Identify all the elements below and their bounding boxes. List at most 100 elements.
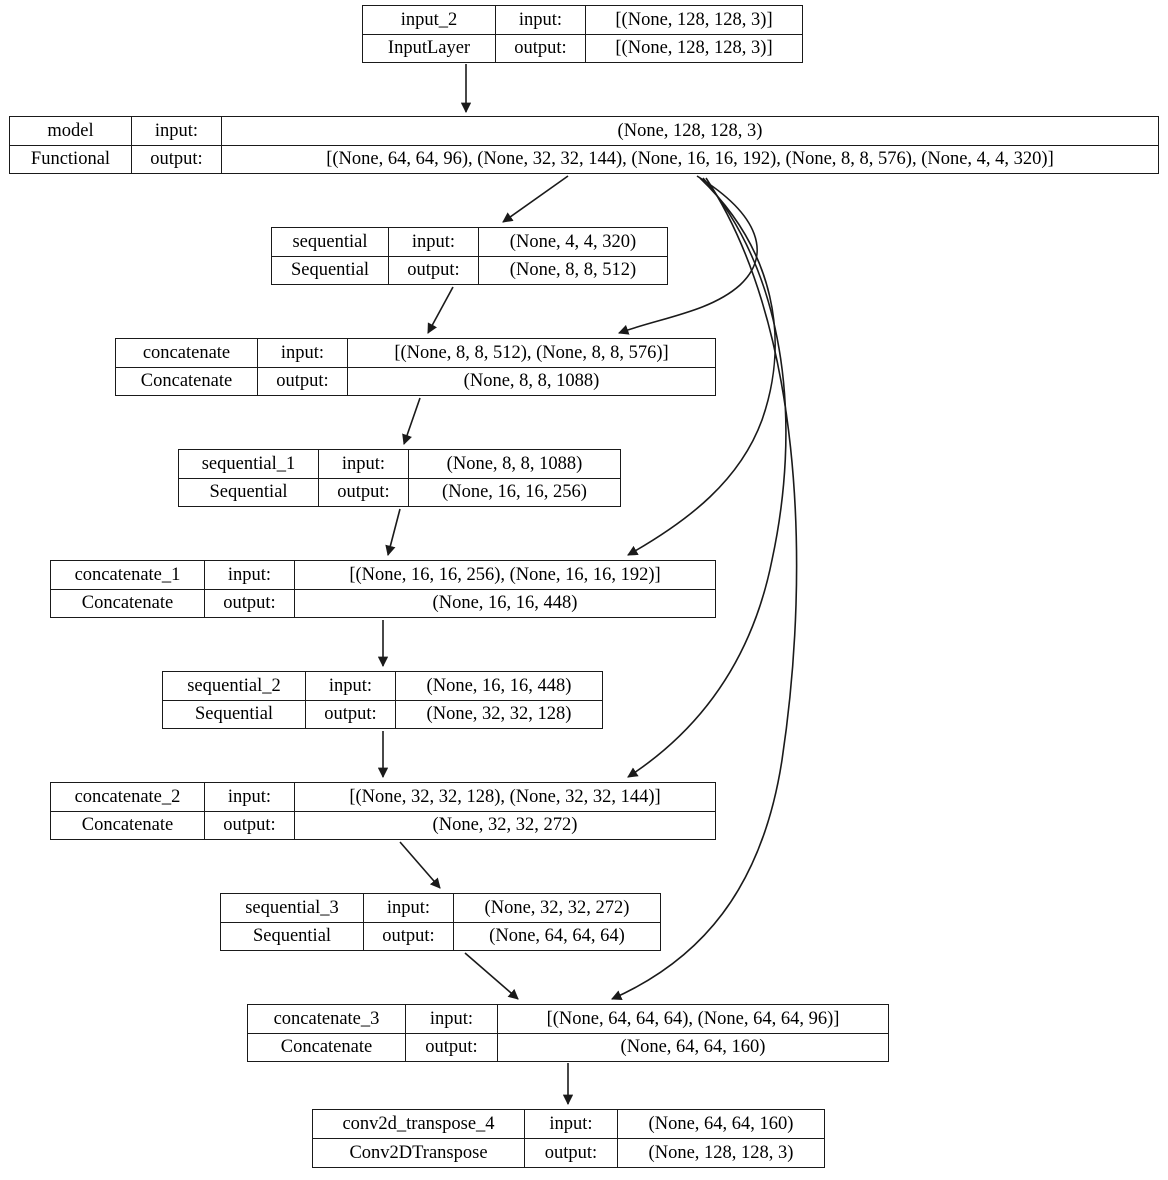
- node-output-shape: [(None, 64, 64, 96), (None, 32, 32, 144)…: [326, 149, 1054, 169]
- node-row-input: sequential input: (None, 4, 4, 320): [272, 228, 667, 257]
- node-row-input: input_2 input: [(None, 128, 128, 3)]: [363, 6, 802, 35]
- node-class-name: Sequential: [272, 256, 389, 284]
- node-input-label: input:: [132, 117, 222, 145]
- node-name: concatenate_3: [248, 1005, 406, 1033]
- node-row-output: Concatenate output: (None, 8, 8, 1088): [116, 367, 715, 395]
- node-input_2[interactable]: input_2 input: [(None, 128, 128, 3)] Inp…: [362, 5, 803, 63]
- node-output-shape: (None, 64, 64, 160): [620, 1037, 766, 1057]
- node-row-input: sequential_1 input: (None, 8, 8, 1088): [179, 450, 620, 479]
- node-row-output: Sequential output: (None, 64, 64, 64): [221, 922, 660, 950]
- node-output-label: output:: [205, 589, 295, 617]
- node-name: sequential_3: [221, 894, 364, 922]
- edge-concatenate2-to-sequential3: [399, 841, 441, 889]
- edge-sequential1-to-concatenate1: [385, 508, 401, 557]
- node-output-label: output:: [258, 367, 348, 395]
- node-class-name: Conv2DTranspose: [313, 1139, 525, 1167]
- edge-sequential3-to-concatenate3: [464, 952, 519, 1000]
- node-output-shape: (None, 64, 64, 64): [489, 926, 625, 946]
- node-row-output: Concatenate output: (None, 32, 32, 272): [51, 811, 715, 839]
- node-input-label: input:: [364, 894, 454, 922]
- node-class-name: Sequential: [221, 922, 364, 950]
- node-name: input_2: [363, 6, 496, 34]
- node-input-shape: [(None, 8, 8, 512), (None, 8, 8, 576)]: [394, 342, 669, 363]
- node-row-output: InputLayer output: [(None, 128, 128, 3)]: [363, 34, 802, 62]
- node-class-name: Concatenate: [116, 367, 258, 395]
- node-output-shape: (None, 128, 128, 3): [648, 1142, 794, 1163]
- node-output-label: output:: [132, 145, 222, 173]
- node-row-input: conv2d_transpose_4 input: (None, 64, 64,…: [313, 1110, 824, 1139]
- node-concatenate[interactable]: concatenate input: [(None, 8, 8, 512), (…: [115, 338, 716, 396]
- node-sequential[interactable]: sequential input: (None, 4, 4, 320) Sequ…: [271, 227, 668, 285]
- node-row-input: sequential_2 input: (None, 16, 16, 448): [163, 672, 602, 701]
- node-input-label: input:: [205, 783, 295, 811]
- node-output-label: output:: [525, 1139, 618, 1167]
- node-row-output: Sequential output: (None, 16, 16, 256): [179, 478, 620, 506]
- node-input-label: input:: [496, 6, 586, 34]
- node-model[interactable]: model input: (None, 128, 128, 3) Functio…: [9, 116, 1159, 174]
- node-class-name: Concatenate: [248, 1033, 406, 1061]
- node-concatenate_2[interactable]: concatenate_2 input: [(None, 32, 32, 128…: [50, 782, 716, 840]
- node-row-input: concatenate_3 input: [(None, 64, 64, 64)…: [248, 1005, 888, 1034]
- node-input-label: input:: [258, 339, 348, 367]
- node-class-name: InputLayer: [363, 34, 496, 62]
- node-sequential_3[interactable]: sequential_3 input: (None, 32, 32, 272) …: [220, 893, 661, 951]
- node-input-shape: (None, 32, 32, 272): [484, 897, 630, 918]
- node-row-input: concatenate_2 input: [(None, 32, 32, 128…: [51, 783, 715, 812]
- node-output-shape: [(None, 128, 128, 3)]: [615, 38, 773, 58]
- node-class-name: Sequential: [179, 478, 319, 506]
- node-input-shape: [(None, 32, 32, 128), (None, 32, 32, 144…: [349, 786, 661, 807]
- node-output-label: output:: [496, 34, 586, 62]
- edge-sequential-to-concatenate: [427, 286, 454, 334]
- node-output-shape: (None, 8, 8, 1088): [463, 371, 600, 391]
- node-name: conv2d_transpose_4: [313, 1110, 525, 1138]
- node-class-name: Concatenate: [51, 589, 205, 617]
- node-row-input: concatenate input: [(None, 8, 8, 512), (…: [116, 339, 715, 368]
- node-name: concatenate: [116, 339, 258, 367]
- node-class-name: Functional: [10, 145, 132, 173]
- node-row-output: Functional output: [(None, 64, 64, 96), …: [10, 145, 1158, 173]
- node-output-label: output:: [389, 256, 479, 284]
- node-row-output: Sequential output: (None, 8, 8, 512): [272, 256, 667, 284]
- node-input-shape: (None, 64, 64, 160): [648, 1113, 794, 1134]
- node-concatenate_1[interactable]: concatenate_1 input: [(None, 16, 16, 256…: [50, 560, 716, 618]
- node-row-input: model input: (None, 128, 128, 3): [10, 117, 1158, 146]
- node-sequential_2[interactable]: sequential_2 input: (None, 16, 16, 448) …: [162, 671, 603, 729]
- node-input-shape: [(None, 128, 128, 3)]: [615, 9, 773, 30]
- node-row-output: Conv2DTranspose output: (None, 128, 128,…: [313, 1139, 824, 1167]
- node-input-shape: (None, 4, 4, 320): [509, 231, 637, 252]
- node-class-name: Sequential: [163, 700, 306, 728]
- node-row-output: Sequential output: (None, 32, 32, 128): [163, 700, 602, 728]
- node-sequential_1[interactable]: sequential_1 input: (None, 8, 8, 1088) S…: [178, 449, 621, 507]
- node-concatenate_3[interactable]: concatenate_3 input: [(None, 64, 64, 64)…: [247, 1004, 889, 1062]
- node-output-shape: (None, 16, 16, 256): [442, 482, 587, 502]
- node-row-output: Concatenate output: (None, 16, 16, 448): [51, 589, 715, 617]
- node-output-label: output:: [364, 922, 454, 950]
- node-input-label: input:: [306, 672, 396, 700]
- node-input-shape: (None, 16, 16, 448): [426, 675, 572, 696]
- node-conv2d_transpose_4[interactable]: conv2d_transpose_4 input: (None, 64, 64,…: [312, 1109, 825, 1168]
- node-input-shape: [(None, 64, 64, 64), (None, 64, 64, 96)]: [546, 1008, 840, 1029]
- node-output-shape: (None, 32, 32, 272): [432, 815, 578, 835]
- node-input-label: input:: [389, 228, 479, 256]
- node-output-shape: (None, 16, 16, 448): [432, 593, 578, 613]
- node-input-shape: (None, 128, 128, 3): [617, 120, 763, 141]
- node-input-label: input:: [205, 561, 295, 589]
- node-output-label: output:: [205, 811, 295, 839]
- node-name: sequential_1: [179, 450, 319, 478]
- node-name: model: [10, 117, 132, 145]
- node-input-label: input:: [525, 1110, 618, 1138]
- node-input-label: input:: [406, 1005, 498, 1033]
- node-input-label: input:: [319, 450, 409, 478]
- node-output-shape: (None, 8, 8, 512): [509, 260, 637, 280]
- node-input-shape: [(None, 16, 16, 256), (None, 16, 16, 192…: [349, 564, 661, 585]
- edge-concatenate-to-sequential1: [402, 397, 421, 445]
- node-class-name: Concatenate: [51, 811, 205, 839]
- node-row-input: sequential_3 input: (None, 32, 32, 272): [221, 894, 660, 923]
- node-output-label: output:: [319, 478, 409, 506]
- edge-model-to-sequential: [502, 175, 569, 223]
- node-name: concatenate_2: [51, 783, 205, 811]
- node-output-label: output:: [306, 700, 396, 728]
- node-row-output: Concatenate output: (None, 64, 64, 160): [248, 1033, 888, 1061]
- node-name: concatenate_1: [51, 561, 205, 589]
- node-input-shape: (None, 8, 8, 1088): [446, 453, 583, 474]
